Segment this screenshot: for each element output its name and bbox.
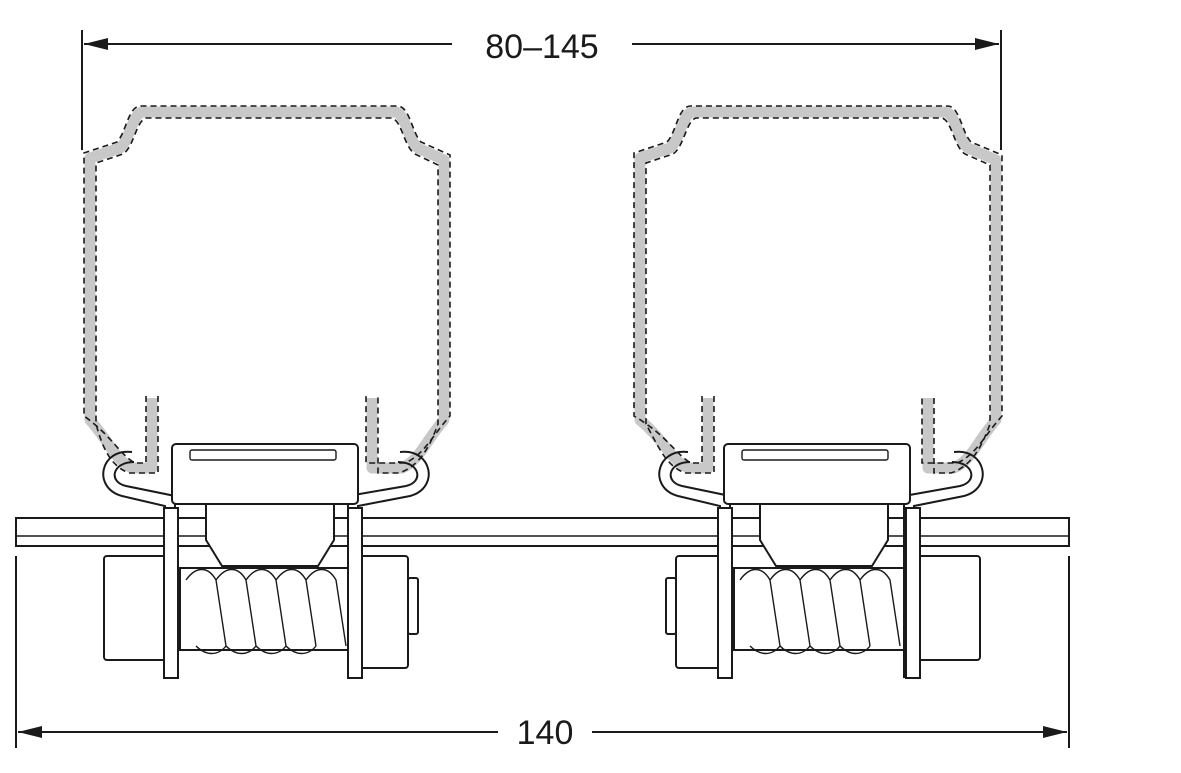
plate-left	[717, 507, 733, 679]
arrow-left-icon	[84, 38, 108, 50]
plate-right	[905, 507, 921, 679]
hook-left-outer	[102, 450, 166, 678]
dimension-label-top: 80–145	[485, 28, 598, 66]
nut-block-right	[917, 555, 981, 661]
clamp-head	[723, 443, 911, 505]
hook-left-inner	[669, 461, 731, 678]
nut-block-left	[103, 555, 167, 661]
spring-right	[733, 567, 905, 651]
clamp-neck	[205, 503, 335, 567]
clamp-neck	[759, 503, 889, 567]
base-rail	[15, 517, 1070, 547]
hook-right-inner	[903, 461, 973, 678]
dimension-bottom: 140	[15, 556, 1070, 752]
busbar-profile-left	[83, 105, 451, 474]
hook-left-outer	[658, 450, 721, 678]
spring-left	[179, 567, 349, 651]
clamp-assembly-left	[102, 443, 430, 679]
hook-right-inner	[347, 461, 419, 678]
arrow-right-icon	[975, 38, 999, 50]
busbar-profile-right	[633, 105, 1003, 474]
dimension-top: 80–145	[81, 28, 1002, 150]
plate-left	[163, 507, 179, 679]
hook-right-outer	[357, 450, 430, 678]
nut-block-right	[355, 555, 409, 669]
arrow-right-icon	[1043, 726, 1067, 738]
nut-block-left	[675, 555, 723, 669]
hook-left-inner	[113, 461, 176, 678]
arrow-left-icon	[18, 726, 42, 738]
hook-right-outer	[913, 450, 984, 678]
clamp-head	[171, 443, 359, 505]
plate-right	[347, 507, 363, 679]
clamp-assembly-right	[658, 443, 984, 679]
dimension-label-bottom: 140	[517, 714, 574, 752]
